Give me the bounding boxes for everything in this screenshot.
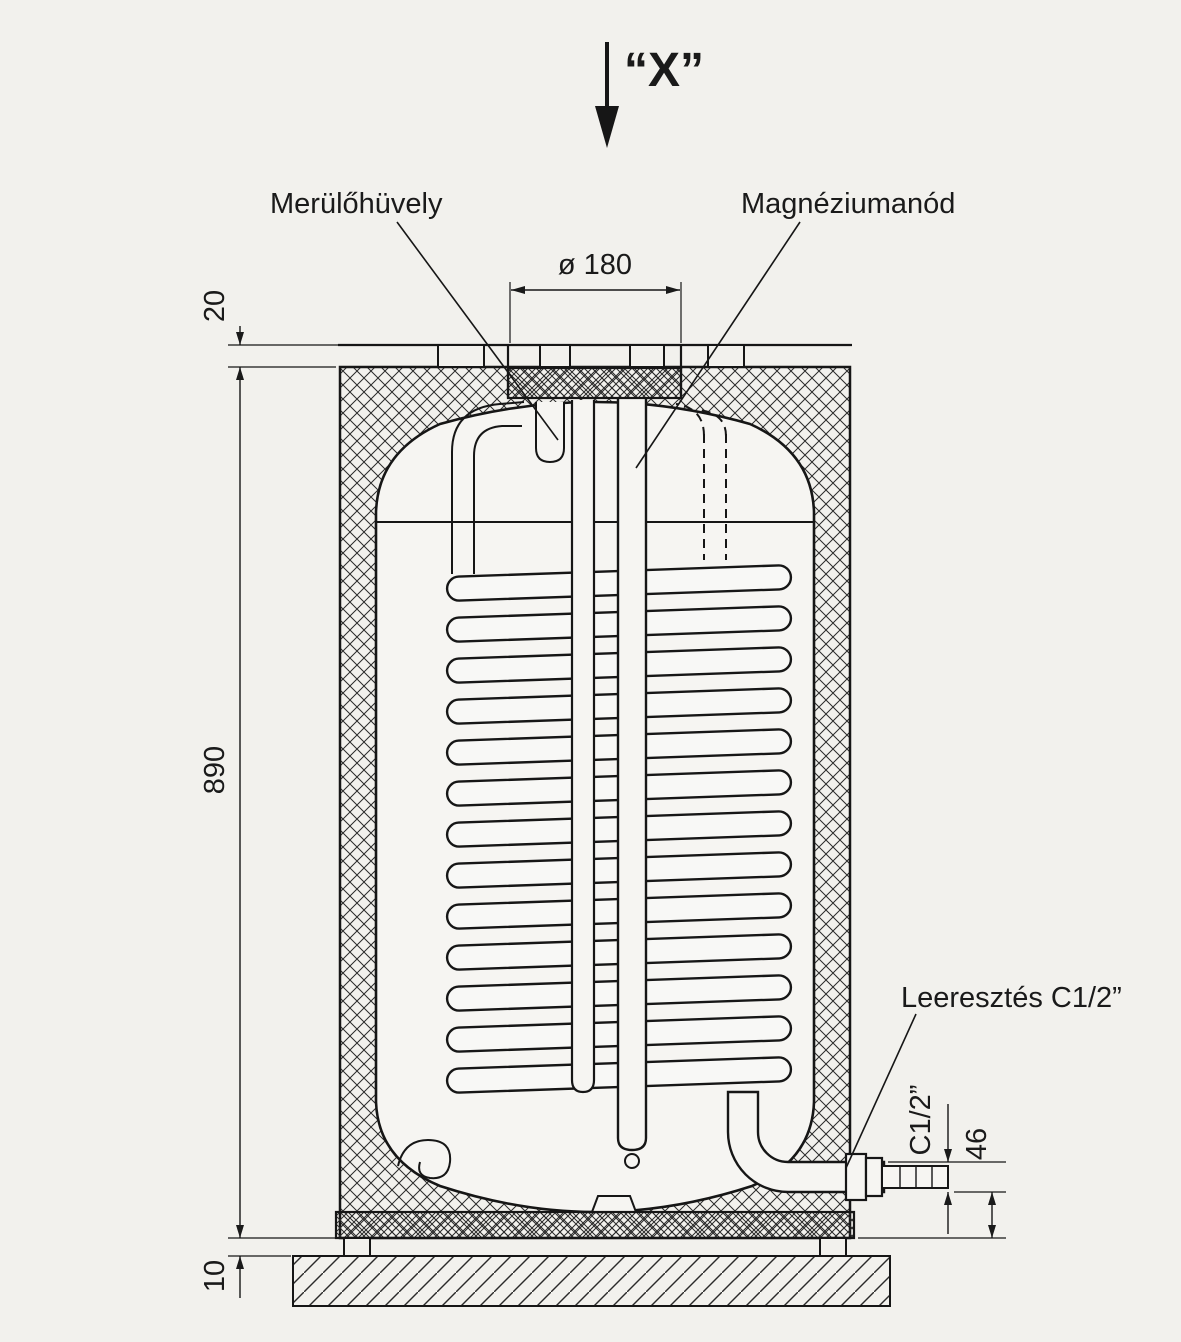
view-direction-indicator: “X” [595,42,704,148]
magnesium-anode-label: Magnéziumanód [741,188,955,220]
bottom-fitting [591,1195,637,1213]
base-plate [334,1210,856,1240]
drain-coil-detail [397,1138,452,1180]
dim-opening-diameter: ø 180 [509,249,682,343]
dim-drain-thread-value: C1/2” [905,1085,937,1156]
dim-base-gap-value: 10 [199,1260,231,1292]
dim-left-chain: 20 890 10 [199,290,352,1298]
flange-stud [707,344,745,368]
flange-stud [437,344,485,368]
dim-body-height-value: 890 [199,746,231,794]
immersion-sleeve-leader [396,221,559,441]
base-and-foundation [292,1210,891,1307]
tank [374,398,816,1214]
dimensions: ø 180 20 890 10 [199,249,1006,1298]
drain-label: Leeresztés C1/2” [901,982,1122,1014]
anode-rod [616,398,648,1152]
view-label: “X” [624,44,704,97]
view-arrow-head-icon [595,106,619,148]
dim-top-gap-value: 20 [199,290,231,322]
support-foot-right [819,1237,847,1257]
callouts: Merülőhüvely Magnéziumanód Leeresztés C1… [270,188,1122,1169]
coil-inlet-pipe [451,401,525,574]
magnesium-anode-leader [635,221,801,469]
flange-stud [629,344,665,368]
flange-stud [539,344,571,368]
dim-drain-offset-value: 46 [961,1128,993,1160]
foundation-slab [292,1255,891,1307]
drain-leader [845,1013,917,1169]
dim-opening-diameter-value: ø 180 [558,249,632,281]
hidden-outlet-pipe [675,403,727,560]
drain-socket [864,1156,884,1198]
immersion-sleeve-label: Merülőhüvely [270,188,443,220]
support-foot-left [343,1237,371,1257]
immersion-sleeve-pocket [535,402,565,464]
anode-hook-icon [624,1153,640,1169]
dim-right-chain: C1/2” 46 [858,1085,1006,1239]
top-flange [338,343,852,400]
immersion-sleeve-tube [570,400,596,1094]
drain-thread-stub [881,1165,949,1189]
drain-assembly [726,1090,949,1202]
collar-insulation-ring [506,366,683,400]
